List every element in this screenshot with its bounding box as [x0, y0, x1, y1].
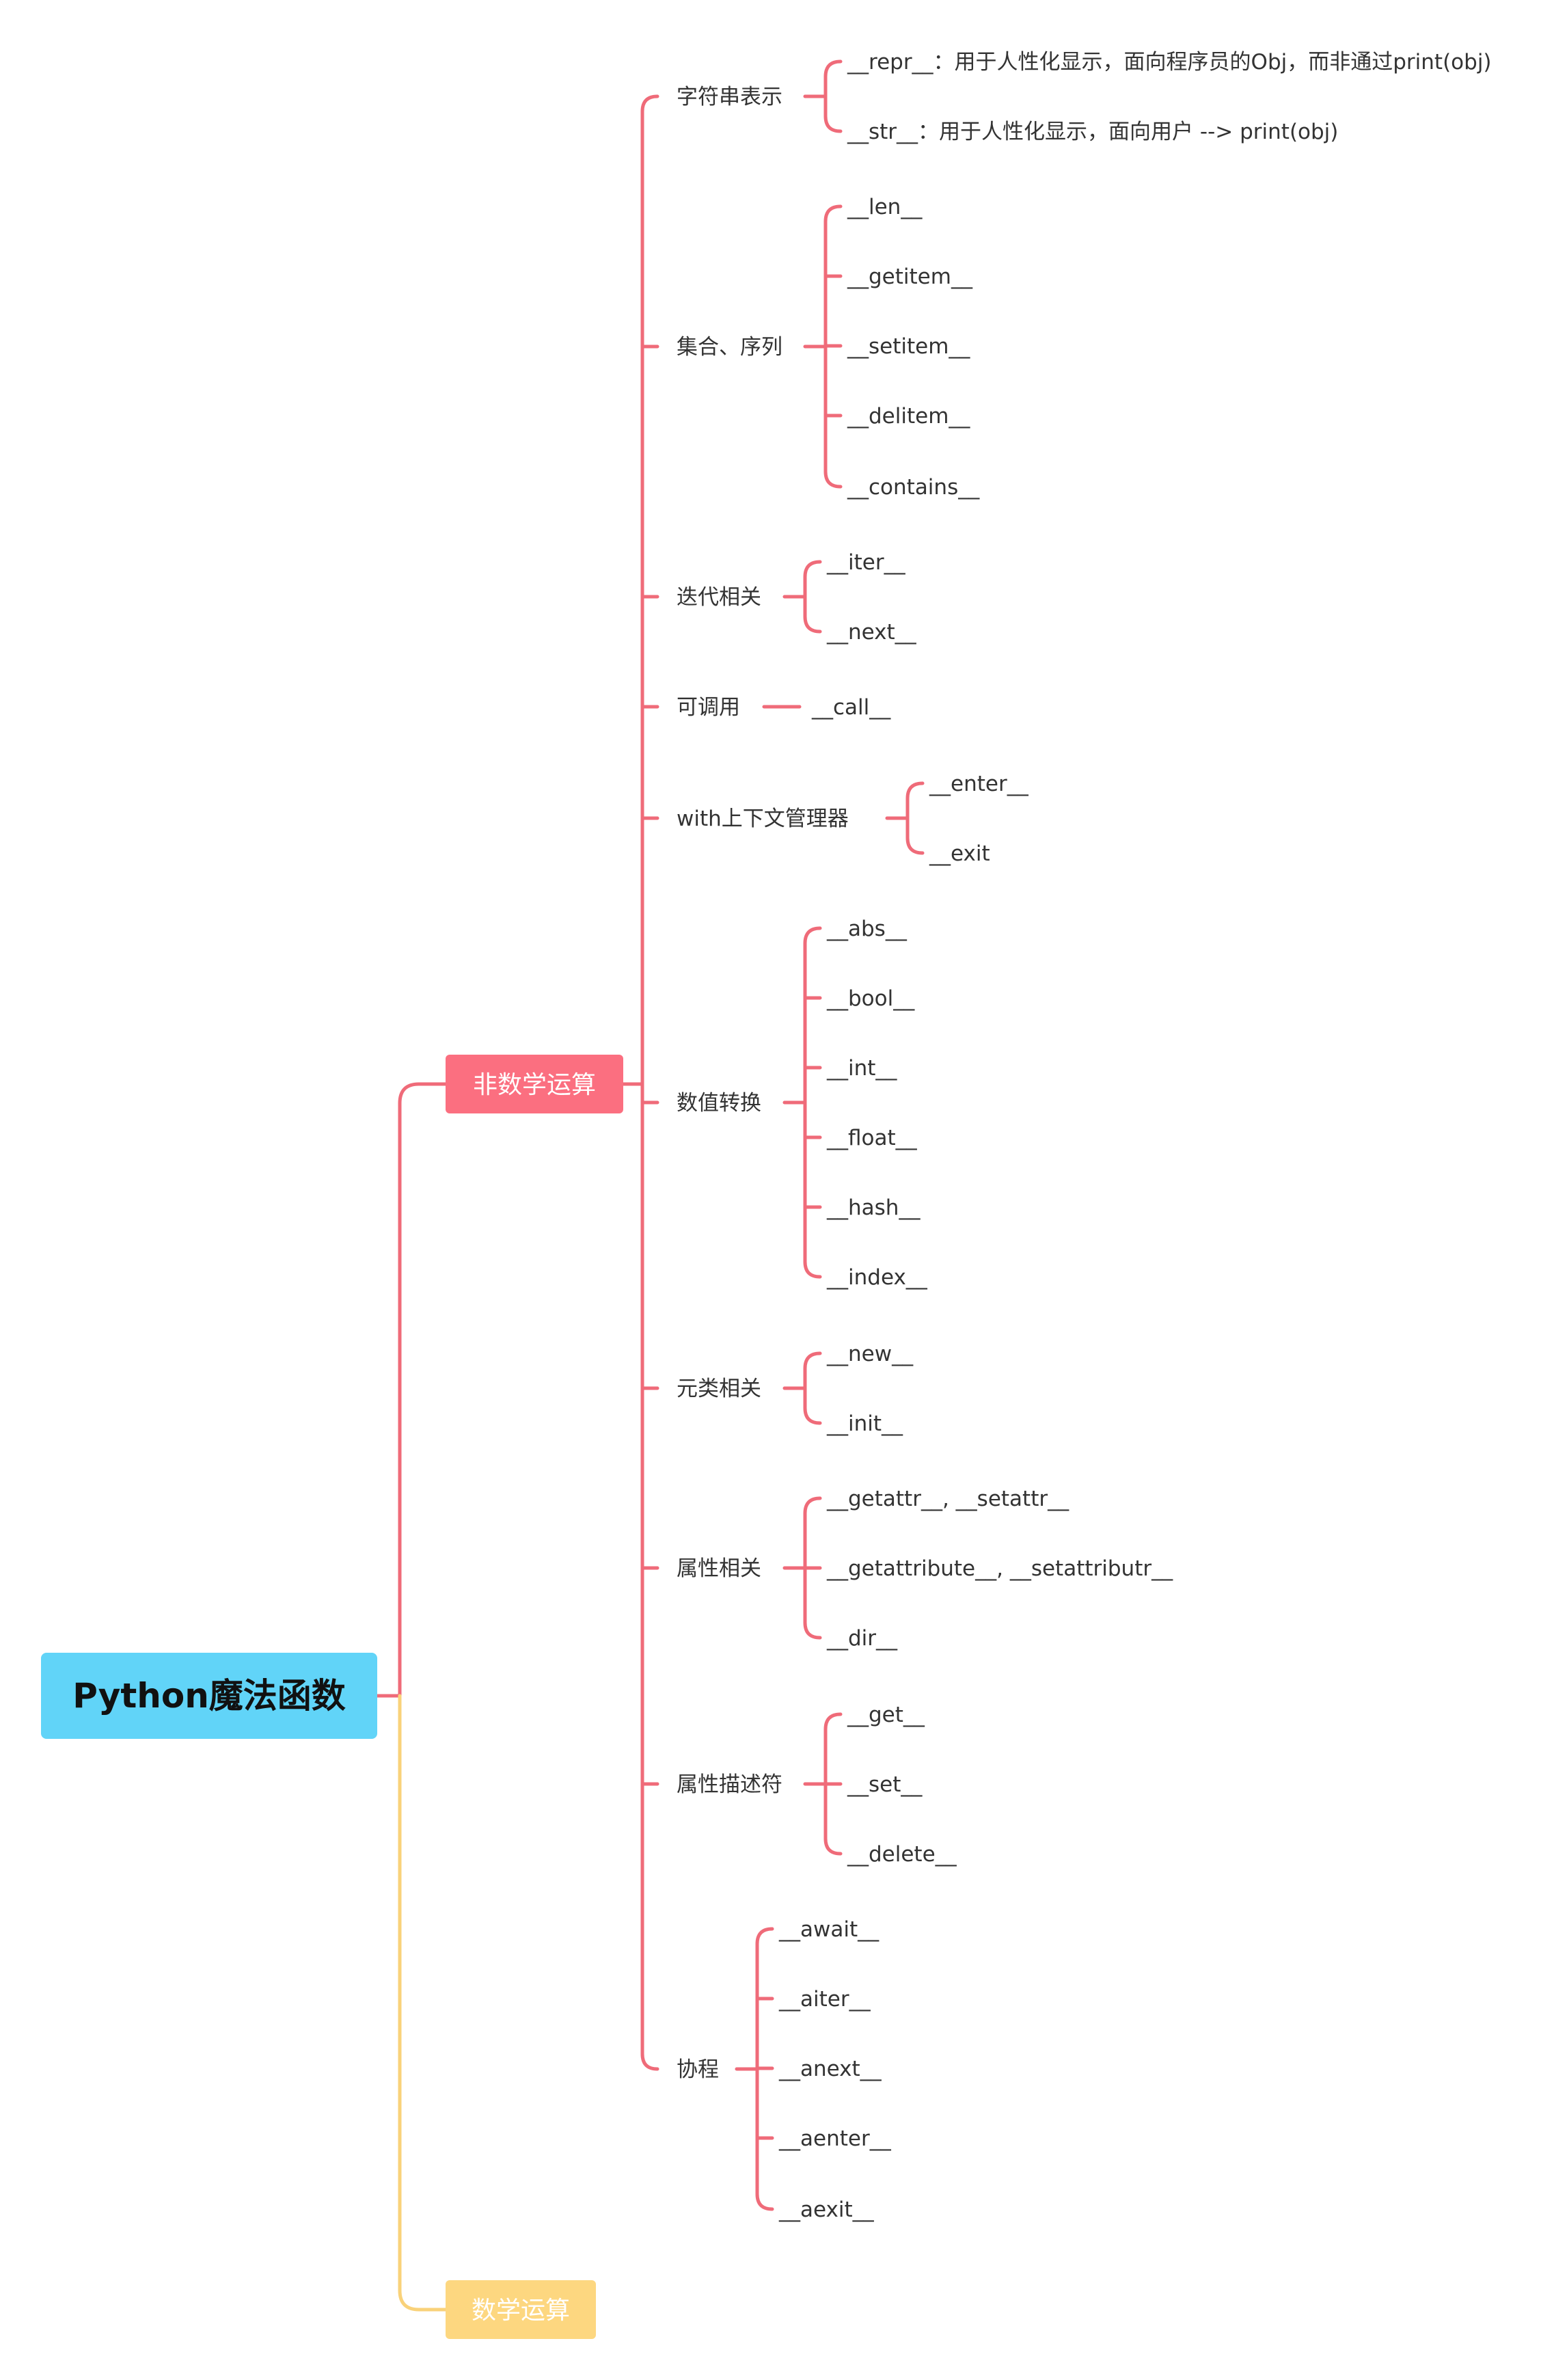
method-item[interactable]: __aexit__ — [778, 2198, 874, 2222]
method-item[interactable]: __init__ — [826, 1411, 903, 1436]
group-label[interactable]: 协程 — [677, 2057, 719, 2082]
group-label[interactable]: 可调用 — [677, 695, 740, 720]
branch-node-non-math[interactable]: 非数学运算 — [446, 1055, 623, 1113]
method-item[interactable]: __setitem__ — [847, 334, 970, 359]
branch-node-math[interactable]: 数学运算 — [446, 2280, 596, 2339]
method-item[interactable]: __getitem__ — [847, 265, 972, 289]
topic-group: 属性相关 __getattr__, __setattr__ __getattribu… — [677, 1487, 1173, 1651]
method-item[interactable]: __hash__ — [826, 1195, 921, 1220]
topic-group: 字符串表示 __repr__：用于人性化显示，面向程序员的Obj，而非通过prin… — [677, 50, 1492, 144]
method-item[interactable]: __iter__ — [826, 550, 905, 575]
topic-group: 属性描述符 __get__ __set__ __delete__ — [677, 1703, 957, 1867]
method-item[interactable]: __index__ — [826, 1265, 927, 1290]
group-label[interactable]: 属性描述符 — [677, 1772, 782, 1797]
method-item[interactable]: __repr__：用于人性化显示，面向程序员的Obj，而非通过print(obj… — [847, 50, 1492, 75]
method-item[interactable]: __getattr__, __setattr__ — [826, 1487, 1069, 1511]
method-item[interactable]: __delitem__ — [847, 404, 970, 429]
method-item[interactable]: __delete__ — [847, 1842, 957, 1867]
branch-node-label: 非数学运算 — [473, 1071, 596, 1099]
group-label[interactable]: 属性相关 — [677, 1556, 761, 1581]
method-item[interactable]: __exit — [929, 841, 990, 866]
item-bracket-line — [803, 560, 822, 634]
method-item[interactable]: __len__ — [847, 195, 923, 219]
item-bracket-line — [803, 926, 822, 1279]
method-item[interactable]: __get__ — [847, 1703, 925, 1727]
root-node[interactable]: Python魔法函数 — [41, 1653, 377, 1739]
method-item[interactable]: __dir__ — [826, 1626, 898, 1651]
group-label[interactable]: 迭代相关 — [677, 585, 761, 610]
method-item[interactable]: __abs__ — [826, 917, 907, 941]
root-node-label: Python魔法函数 — [72, 1676, 346, 1716]
group-label[interactable]: 数值转换 — [677, 1091, 761, 1115]
method-item[interactable]: __getattribute__, __setattributr__ — [826, 1556, 1173, 1581]
method-item[interactable]: __await__ — [778, 1917, 880, 1942]
method-item[interactable]: __next__ — [826, 620, 916, 645]
topic-group: 数值转换 __abs__ __bool__ __int__ __float__ __has… — [677, 917, 927, 1290]
method-item[interactable]: __contains__ — [847, 475, 980, 500]
topic-group: with上下文管理器 __enter__ __exit — [677, 772, 1028, 866]
method-item[interactable]: __int__ — [826, 1056, 897, 1081]
method-item[interactable]: __set__ — [847, 1772, 923, 1797]
method-item[interactable]: __anext__ — [778, 2057, 882, 2081]
branch-node-label: 数学运算 — [472, 2297, 570, 2325]
method-item[interactable]: __aiter__ — [778, 1987, 871, 2012]
method-item[interactable]: __bool__ — [826, 986, 915, 1011]
branch-node-box — [446, 1055, 623, 1113]
item-bracket-line — [905, 781, 925, 855]
topic-group: 元类相关 __new__ __init__ — [677, 1342, 914, 1436]
group-trunk-line — [640, 94, 659, 2071]
topic-groups: 字符串表示 __repr__：用于人性化显示，面向程序员的Obj，而非通过prin… — [677, 50, 1492, 2222]
topic-group: 迭代相关 __iter__ __next__ — [677, 550, 916, 645]
method-item[interactable]: __new__ — [826, 1342, 914, 1366]
method-item[interactable]: __aenter__ — [778, 2126, 891, 2151]
branch-node-box — [446, 2280, 596, 2339]
root-to-non-math-connector — [375, 1082, 448, 1698]
method-item[interactable]: __call__ — [811, 695, 891, 720]
root-to-math-connector — [398, 1694, 448, 2312]
root-node-box — [41, 1653, 377, 1739]
topic-group: 协程 __await__ __aiter__ __anext__ __aenter__ _… — [677, 1917, 891, 2222]
method-item[interactable]: __str__：用于人性化显示，面向用户 --> print(obj) — [847, 120, 1338, 144]
topic-group: 可调用 __call__ — [677, 695, 891, 720]
item-bracket-line — [803, 1351, 822, 1425]
item-bracket-line — [823, 59, 843, 133]
group-label[interactable]: 集合、序列 — [677, 335, 782, 360]
connector-lines — [375, 59, 925, 2312]
group-label[interactable]: with上下文管理器 — [677, 807, 849, 831]
topic-group: 集合、序列 __len__ __getitem__ __setitem__ __deli… — [677, 195, 980, 500]
group-label[interactable]: 元类相关 — [677, 1377, 761, 1401]
group-label[interactable]: 字符串表示 — [677, 85, 782, 109]
method-item[interactable]: __enter__ — [929, 772, 1028, 796]
method-item[interactable]: __float__ — [826, 1126, 917, 1150]
